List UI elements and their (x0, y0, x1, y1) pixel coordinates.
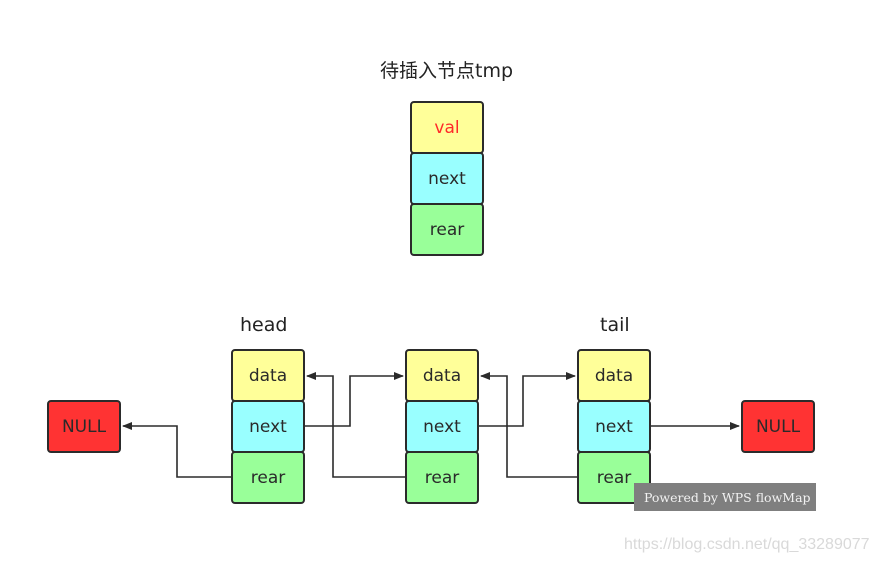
tmp-next-cell: next (410, 152, 484, 205)
null-right-box: NULL (741, 400, 815, 453)
node1-data-cell: data (231, 349, 305, 402)
arrow-node3-rear-to-node2 (480, 372, 577, 478)
tmp-rear-label: rear (429, 219, 465, 240)
node1-next-cell: next (231, 400, 305, 453)
node3-data-cell: data (577, 349, 651, 402)
node1-rear-label: rear (250, 467, 286, 488)
arrow-node1-next-to-node2 (305, 372, 404, 427)
arrow-node2-next-to-node3 (479, 372, 576, 427)
node1-data-label: data (248, 365, 288, 386)
tmp-next-label: next (428, 168, 466, 189)
node2-data-label: data (422, 365, 462, 386)
tail-label: tail (600, 314, 630, 336)
null-right-label: NULL (755, 416, 801, 437)
node3-data-label: data (594, 365, 634, 386)
csdn-watermark: https://blog.csdn.net/qq_33289077 (624, 536, 870, 553)
null-left-label: NULL (61, 416, 107, 437)
node2-rear-label: rear (424, 467, 460, 488)
node1-next-label: next (249, 416, 287, 437)
tmp-val-label: val (434, 117, 460, 138)
head-label: head (240, 314, 288, 336)
arrow-node2-rear-to-node1 (306, 372, 405, 478)
node2-next-cell: next (405, 400, 479, 453)
null-left-box: NULL (47, 400, 121, 453)
node3-next-label: next (595, 416, 633, 437)
wps-watermark: Powered by WPS flowMap (634, 483, 816, 511)
node2-rear-cell: rear (405, 451, 479, 504)
arrow-node1-rear-to-null (122, 422, 231, 478)
tmp-rear-cell: rear (410, 203, 484, 256)
node3-rear-label: rear (596, 467, 632, 488)
page-title: 待插入节点tmp (380, 60, 514, 82)
node1-rear-cell: rear (231, 451, 305, 504)
node2-next-label: next (423, 416, 461, 437)
